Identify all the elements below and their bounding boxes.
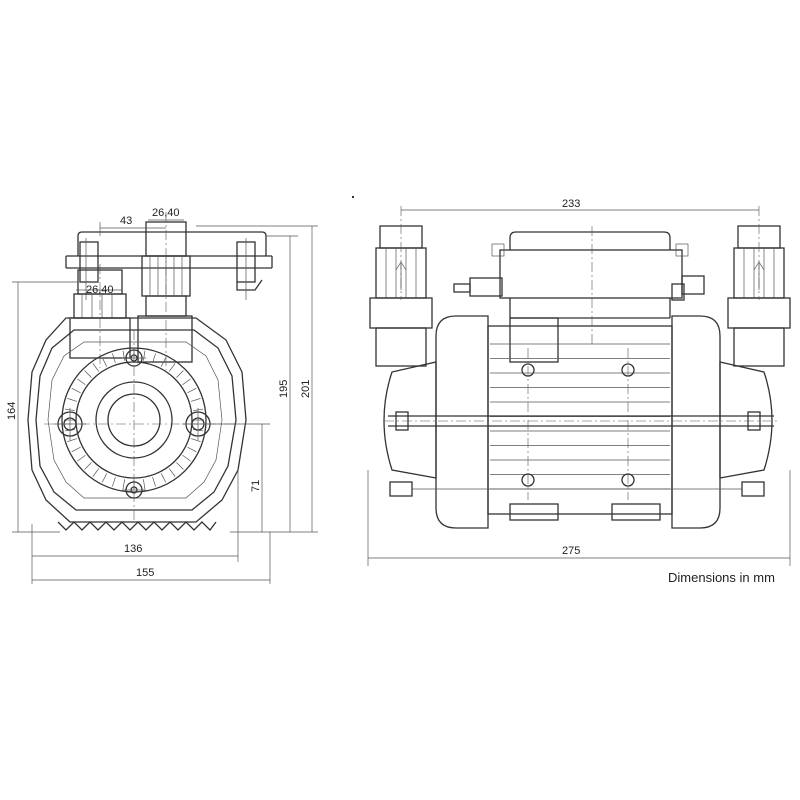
dim-71: 71 <box>250 480 262 492</box>
dim-26-40-lower: 26,40 <box>86 284 114 296</box>
side-view: 233 275 <box>367 198 791 566</box>
impeller-rib <box>112 353 116 364</box>
impeller-rib <box>176 462 184 470</box>
dim-136: 136 <box>124 543 142 555</box>
dim-195: 195 <box>278 380 290 398</box>
impeller-rib <box>182 454 191 462</box>
front-dimensions: 43 26,40 26,40 164 195 201 71 <box>6 207 318 584</box>
front-top-cover <box>65 231 273 300</box>
impeller-rib <box>168 468 176 477</box>
dim-155: 155 <box>136 567 154 579</box>
impeller-rib <box>67 398 78 402</box>
dim-233: 233 <box>562 198 580 210</box>
side-motor-body <box>487 317 673 521</box>
impeller-rib <box>77 378 86 386</box>
stray-mark <box>352 196 354 198</box>
front-pump-housing <box>27 317 247 531</box>
impeller-rib <box>152 353 156 364</box>
impeller-rib <box>101 357 108 367</box>
impeller-rib <box>152 476 156 487</box>
motor-cooling-fins <box>490 343 670 490</box>
impeller-rib <box>190 398 201 402</box>
front-view: 43 26,40 26,40 164 195 201 71 <box>6 207 318 584</box>
impeller-rib <box>77 454 86 462</box>
dim-164: 164 <box>6 402 18 420</box>
impeller-rib <box>67 438 78 442</box>
side-dimensions: 233 275 <box>367 198 791 566</box>
dim-275: 275 <box>562 545 580 557</box>
impeller-rib <box>160 357 167 367</box>
impeller-rib <box>84 370 92 378</box>
dim-26-40-upper: 26,40 <box>152 207 180 219</box>
side-tie-rod-bottom <box>389 481 765 497</box>
impeller-rib <box>71 387 81 394</box>
dim-43: 43 <box>120 215 132 227</box>
impeller-rib <box>71 446 81 453</box>
impeller-rib <box>176 370 184 378</box>
units-note: Dimensions in mm <box>668 570 775 585</box>
impeller-rib <box>92 468 100 477</box>
impeller-rib <box>168 363 176 372</box>
impeller-rib <box>122 479 125 490</box>
front-outlet-fitting <box>137 221 193 363</box>
side-left-endcap <box>383 315 489 529</box>
impeller-rib <box>84 462 92 470</box>
impeller-rib <box>187 446 197 453</box>
impeller-rib <box>143 479 146 490</box>
side-right-endcap <box>671 315 773 529</box>
impeller-rib <box>112 476 116 487</box>
dim-201: 201 <box>300 380 312 398</box>
impeller-rib <box>182 378 191 386</box>
impeller-rib <box>92 363 100 372</box>
side-terminal-box <box>453 231 705 319</box>
impeller-rib <box>101 473 108 483</box>
impeller-rib <box>143 350 146 361</box>
side-motor-bolts <box>521 363 635 487</box>
impeller-rib <box>160 473 167 483</box>
impeller-rib <box>187 387 197 394</box>
impeller-rib <box>190 438 201 442</box>
impeller-ribs <box>64 350 204 490</box>
impeller-rib <box>122 350 125 361</box>
